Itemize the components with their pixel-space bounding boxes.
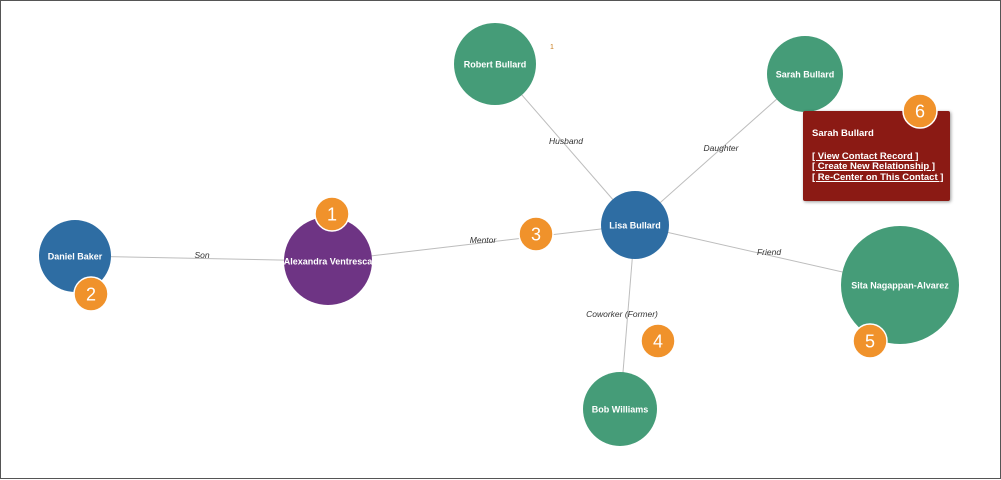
callout-badge-1: 1 [314,196,350,232]
node-label-robert: Robert Bullard [464,60,527,70]
node-label-sarah: Sarah Bullard [776,70,835,80]
node-label-lisa: Lisa Bullard [609,221,661,231]
node-label-daniel: Daniel Baker [48,252,103,262]
create-new-relationship-link[interactable]: [ Create New Relationship ] [812,161,935,172]
callout-badge-number: 1 [327,205,337,225]
node-circle-sita[interactable] [841,226,959,344]
node-circle-lisa[interactable] [601,191,669,259]
callout-badge-number: 2 [86,285,96,305]
edge-alexandra-lisa [327,224,636,262]
callout-badge-number: 5 [865,332,875,352]
stray-mark: 1 [550,44,554,51]
popup-title: Sarah Bullard [812,128,874,139]
edge-label-lisa-robert: Husband [549,136,583,146]
node-daniel[interactable]: Daniel Baker [39,220,111,292]
edge-label-lisa-bob: Coworker (Former) [586,309,658,319]
re-center-contact-link[interactable]: [ Re-Center on This Contact ] [812,172,944,183]
node-label-alexandra: Alexandra Ventresca [284,257,374,267]
node-circle-bob[interactable] [583,372,657,446]
node-sarah[interactable]: Sarah Bullard [767,36,843,112]
callout-badge-number: 4 [653,332,663,352]
callout-badge-4: 4 [640,323,676,359]
callout-badge-2: 2 [73,276,109,312]
node-circle-daniel[interactable] [39,220,111,292]
node-circle-robert[interactable] [454,23,536,105]
node-circle-sarah[interactable] [767,36,843,112]
node-alexandra[interactable]: Alexandra Ventresca [284,217,374,305]
edge-label-lisa-sita: Friend [757,247,781,257]
contact-popup: Sarah Bullard [ View Contact Record ] [ … [803,111,950,201]
callout-badge-3: 3 [518,216,554,252]
node-label-sita: Sita Nagappan-Alvarez [851,281,949,291]
node-bob[interactable]: Bob Williams [583,372,657,446]
node-circle-alexandra[interactable] [284,217,372,305]
node-robert[interactable]: Robert Bullard [454,23,536,105]
callout-badge-number: 3 [531,225,541,245]
callout-badge-5: 5 [852,323,888,359]
node-sita[interactable]: Sita Nagappan-Alvarez [841,226,959,344]
edge-label-alexandra-lisa: Mentor [470,235,498,245]
edge-label-lisa-sarah: Daughter [704,143,740,153]
view-contact-record-link[interactable]: [ View Contact Record ] [812,151,919,162]
node-label-bob: Bob Williams [592,405,648,415]
node-lisa[interactable]: Lisa Bullard [601,191,669,259]
edge-label-daniel-alexandra: Son [194,250,209,260]
